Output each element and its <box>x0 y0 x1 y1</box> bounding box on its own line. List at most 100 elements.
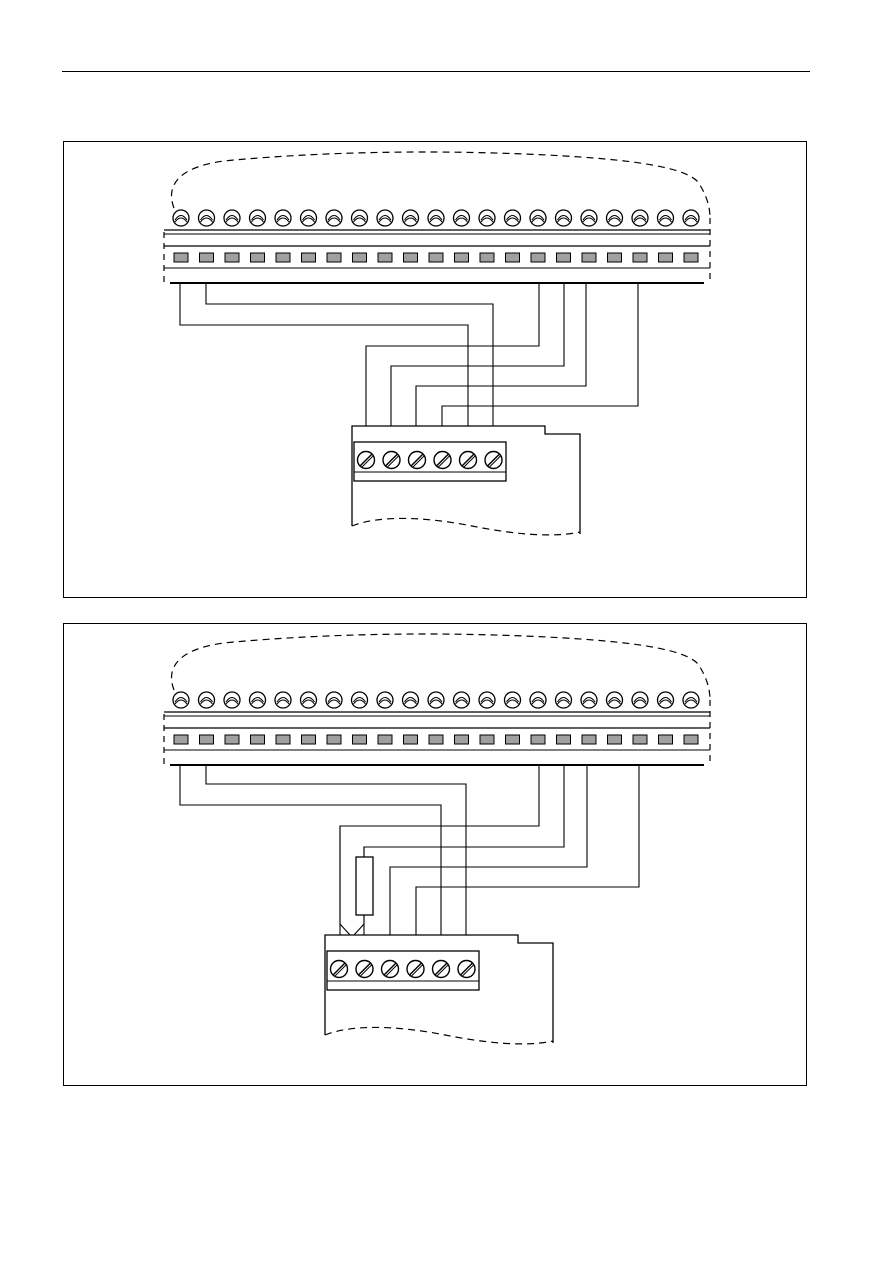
terminal-pin <box>377 734 393 745</box>
screw-terminal-icon <box>682 691 700 709</box>
terminal-pin <box>556 252 571 263</box>
terminal-pin <box>632 252 648 263</box>
terminal-pin <box>581 252 597 263</box>
slotted-screw-icon <box>433 450 452 470</box>
slotted-screw-icon <box>407 450 427 470</box>
screw-terminal-icon <box>376 209 394 227</box>
screw-terminal-icon <box>580 209 598 227</box>
terminal-pin <box>352 252 367 263</box>
connector-housing <box>324 934 554 1043</box>
screw-terminal-icon <box>350 209 369 227</box>
screw-terminal-icon <box>529 209 547 227</box>
wire <box>365 283 540 426</box>
wire <box>389 765 588 935</box>
screw-terminal-icon <box>478 691 496 709</box>
screw-terminal-icon <box>427 209 445 227</box>
terminal-pin <box>530 252 546 263</box>
terminal-pin <box>301 734 316 745</box>
terminal-pin <box>479 252 495 263</box>
screw-terminal-icon <box>274 691 292 709</box>
screw-terminal-icon <box>605 209 624 227</box>
terminal-pin <box>352 734 367 745</box>
terminal-pin <box>250 252 265 263</box>
terminal-pin <box>326 734 342 745</box>
terminal-pin <box>454 734 469 745</box>
wire <box>179 765 442 935</box>
terminal-pin <box>530 734 546 745</box>
screw-terminal-icon <box>274 209 292 227</box>
terminal-pin <box>581 734 597 745</box>
screw-terminal-icon <box>299 691 318 709</box>
device-housing-outline <box>170 151 711 219</box>
screw-terminal-icon <box>605 691 624 709</box>
terminal-pin <box>683 734 699 745</box>
screw-terminal-icon <box>580 691 598 709</box>
screw-terminal-icon <box>172 209 190 227</box>
slotted-screw-icon <box>329 959 349 979</box>
screw-terminal-icon <box>223 209 241 227</box>
terminal-pin <box>607 734 622 745</box>
screw-terminal-icon <box>325 209 343 227</box>
connector-housing-break <box>351 517 581 536</box>
terminal-pin <box>632 734 648 745</box>
slotted-screw-icon <box>458 450 478 470</box>
connector-housing <box>351 425 581 534</box>
wiring-diagram-top <box>63 141 807 598</box>
wire <box>390 283 565 426</box>
wire <box>363 765 565 935</box>
terminal-pin <box>403 734 418 745</box>
slotted-screw-icon <box>484 450 503 470</box>
slotted-screw-icon <box>457 959 476 979</box>
screw-terminal-icon <box>197 691 216 709</box>
wire <box>179 283 469 426</box>
connector-terminal-block <box>326 950 480 991</box>
terminal-pin <box>505 252 520 263</box>
screw-terminal-icon <box>554 209 573 227</box>
screw-terminal-icon <box>452 691 471 709</box>
screw-terminal-icon <box>299 209 318 227</box>
screw-terminal-icon <box>401 691 420 709</box>
terminal-pin <box>199 734 214 745</box>
wire <box>205 765 467 935</box>
screw-terminal-icon <box>503 209 522 227</box>
terminal-pin <box>403 252 418 263</box>
screw-terminal-icon <box>248 691 267 709</box>
screw-terminal-icon <box>172 691 190 709</box>
terminal-pin <box>173 252 189 263</box>
screw-terminal-icon <box>554 691 573 709</box>
wiring-diagram-bottom-drawing <box>163 633 711 1045</box>
terminal-pin <box>556 734 571 745</box>
terminal-pin <box>326 252 342 263</box>
screw-terminal-icon <box>631 209 649 227</box>
terminal-pin <box>199 252 214 263</box>
screw-terminal-icon <box>197 209 216 227</box>
terminal-pin <box>683 252 699 263</box>
screw-terminal-icon <box>656 209 675 227</box>
header-rule <box>62 71 810 72</box>
terminal-pin <box>607 252 622 263</box>
screw-terminal-icon <box>223 691 241 709</box>
wire <box>441 283 639 426</box>
terminal-pin <box>224 252 240 263</box>
screw-terminal-icon <box>452 209 471 227</box>
screw-terminal-icon <box>478 209 496 227</box>
screw-terminal-icon <box>631 691 649 709</box>
screw-terminal-icon <box>427 691 445 709</box>
slotted-screw-icon <box>380 959 400 979</box>
slotted-screw-icon <box>406 959 425 979</box>
terminal-pin <box>428 252 444 263</box>
wiring-diagram-top-drawing <box>163 151 711 536</box>
wire <box>415 765 640 935</box>
connector-terminal-block <box>353 441 507 482</box>
screw-terminal-icon <box>325 691 343 709</box>
terminal-pin <box>454 252 469 263</box>
screw-terminal-icon <box>682 209 700 227</box>
wire <box>205 283 494 426</box>
terminal-pin <box>173 734 189 745</box>
screw-terminal-icon <box>503 691 522 709</box>
screw-terminal-icon <box>248 209 267 227</box>
screw-terminal-icon <box>529 691 547 709</box>
screw-terminal-icon <box>656 691 675 709</box>
terminal-pin <box>275 252 291 263</box>
wire <box>415 283 587 426</box>
